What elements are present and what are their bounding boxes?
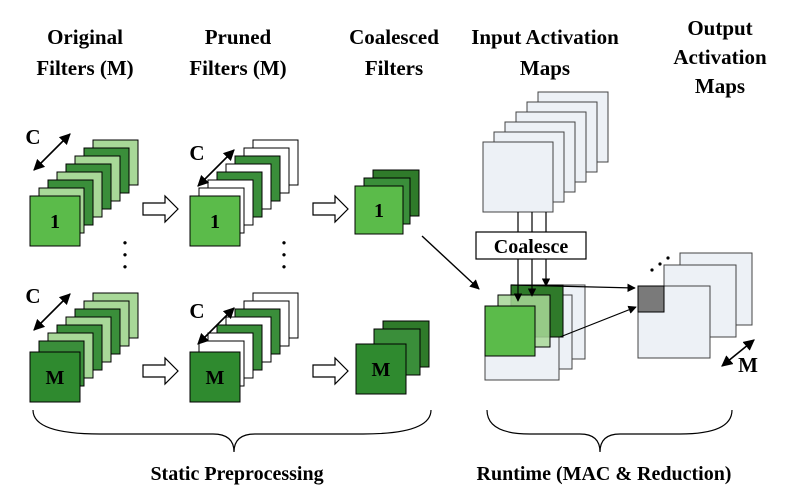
coalesced-filter-1-front [354,185,404,235]
pruned-filter-m-stack [189,292,299,403]
header-output-line3: Maps [695,74,745,98]
runtime-brace [486,409,733,453]
output-ellipsis-dot [650,268,654,272]
output-pixel [637,285,665,313]
output-depth-label: M [738,353,758,377]
original-filter-1-front [29,195,81,247]
header-output-line1: Output [687,16,752,40]
header-coalesced-line1: Coalesced [349,25,439,49]
hollow-arrow-icon [142,356,179,386]
coalesce-box [475,231,587,260]
original-ellipsis-dot-3: · [121,255,128,279]
hollow-arrow-icon [312,194,349,224]
coalesced-filter-m-stack [355,320,430,395]
output-activation-map-stack [637,252,753,359]
original-filter-1-stack [29,139,139,247]
output-ellipsis-dot [666,256,670,260]
header-input-line1: Input Activation [471,25,619,49]
coalesce-label: Coalesce [494,236,569,258]
original-top-channel-label: C [25,125,40,149]
coalesced-filter-1-stack [354,169,420,235]
coalesced-filter-m-front [355,343,407,395]
pruned-bottom-channel-label: C [189,299,204,323]
coalesced-filter-1-label: 1 [374,200,384,222]
original-filter-m-label: M [46,367,65,389]
pruned-filter-1-stack [189,139,299,247]
static-brace [32,409,432,453]
output-depth-arrow [721,339,755,367]
header-pruned-line1: Pruned [205,25,272,49]
original-bottom-channel-arrow [33,293,71,331]
pruned-filter-1-label: 1 [210,211,220,233]
caption-runtime: Runtime (MAC & Reduction) [477,463,732,485]
runtime-front-filter [484,305,536,357]
original-filter-1-label: 1 [50,211,60,233]
header-coalesced-line2: Filters [365,56,423,80]
pruned-bottom-channel-arrow [197,307,235,345]
pruned-top-channel-label: C [189,141,204,165]
header-original-line1: Original [47,25,123,49]
hollow-arrow-icon [312,356,349,386]
pruned-ellipsis-dot-2: · [280,243,287,267]
pruned-top-channel-arrow [197,149,235,187]
reduction-line-bottom [559,305,637,338]
pruned-ellipsis-dot-1: · [280,231,287,255]
pruned-filter-m-front [189,351,241,403]
header-original-line2: Filters (M) [36,56,133,80]
original-ellipsis-dot-1: · [121,231,128,255]
output-ellipsis-dot [658,262,662,266]
input-activation-map-stack [482,91,609,213]
header-pruned-line2: Filters (M) [189,56,286,80]
pruned-filter-m-label: M [206,367,225,389]
caption-static-preprocessing: Static Preprocessing [150,463,323,485]
hollow-arrow-icon [142,194,179,224]
original-bottom-channel-label: C [25,284,40,308]
reduction-line-top [510,283,636,293]
coalesced-filter-m-label: M [372,359,391,381]
header-output-line2: Activation [673,45,767,69]
pruned-ellipsis-dot-3: · [280,255,287,279]
header-input-line2: Maps [520,56,570,80]
original-ellipsis-dot-2: · [121,243,128,267]
pruned-filter-1-front [189,195,241,247]
filter-to-runtime-arrow [421,235,480,290]
original-filter-m-front [29,351,81,403]
original-top-channel-arrow [33,133,71,171]
runtime-activation-stack [484,284,586,381]
original-filter-m-stack [29,292,139,403]
